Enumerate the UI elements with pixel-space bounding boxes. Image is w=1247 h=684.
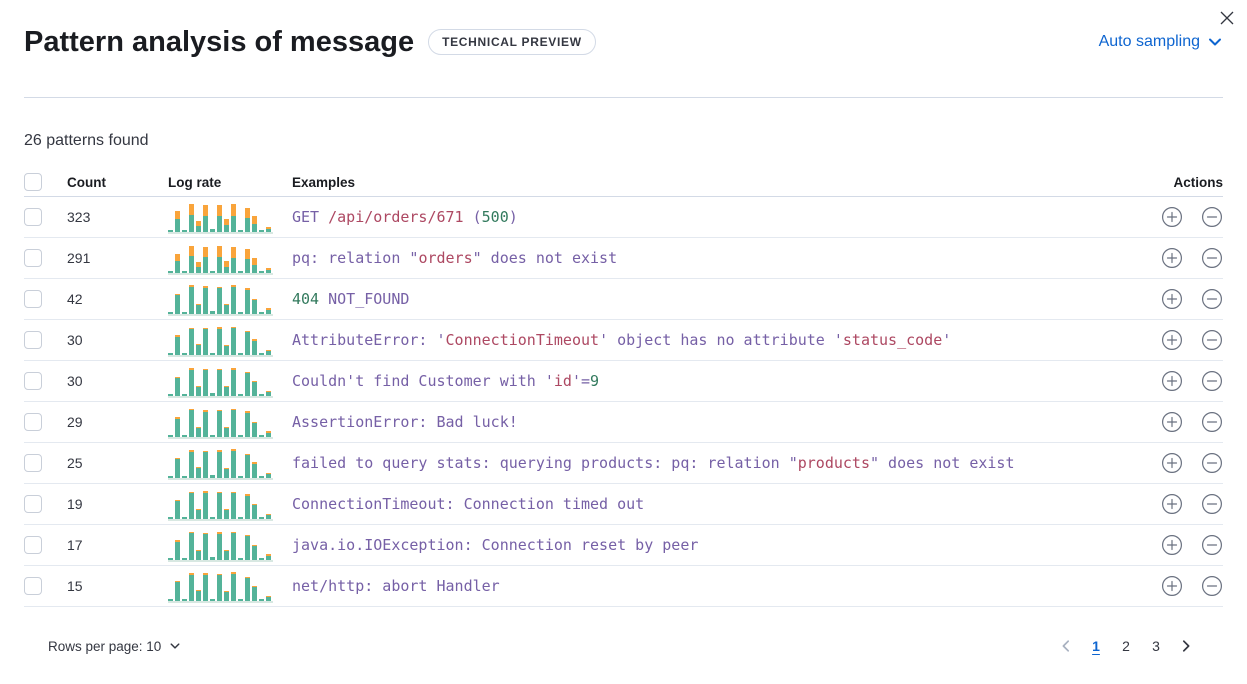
- sampling-dropdown[interactable]: Auto sampling: [1099, 33, 1223, 51]
- plus-circle-icon[interactable]: [1161, 452, 1183, 474]
- count-value: 17: [67, 537, 83, 553]
- table-row: 29 AssertionError: Bad luck!: [24, 402, 1223, 443]
- table-body: 323 GET /api/orders/671 (500) 291 pq: relat…: [24, 197, 1223, 607]
- minus-circle-icon[interactable]: [1201, 575, 1223, 597]
- row-checkbox[interactable]: [24, 577, 42, 595]
- technical-preview-badge: TECHNICAL PREVIEW: [428, 29, 596, 55]
- minus-circle-icon[interactable]: [1201, 534, 1223, 556]
- plus-circle-icon[interactable]: [1161, 247, 1183, 269]
- plus-circle-icon[interactable]: [1161, 411, 1183, 433]
- log-rate-sparkline: [168, 364, 273, 398]
- plus-circle-icon[interactable]: [1161, 370, 1183, 392]
- chevron-down-icon: [1207, 34, 1223, 50]
- plus-circle-icon[interactable]: [1161, 288, 1183, 310]
- flyout-header: Pattern analysis of message TECHNICAL PR…: [0, 0, 1247, 98]
- plus-circle-icon[interactable]: [1161, 329, 1183, 351]
- table-row: 15 net/http: abort Handler: [24, 566, 1223, 607]
- close-button[interactable]: [1213, 4, 1241, 32]
- table-header-row: Count Log rate Examples Actions: [24, 168, 1223, 197]
- example-text: Couldn't find Customer with 'id'=9: [292, 372, 600, 390]
- table-row: 30 AttributeError: 'ConnectionTimeout' ob…: [24, 320, 1223, 361]
- rows-per-page-label: Rows per page: 10: [48, 638, 162, 654]
- table-row: 19 ConnectionTimeout: Connection timed ou…: [24, 484, 1223, 525]
- table-row: 25 failed to query stats: querying produc…: [24, 443, 1223, 484]
- select-all-checkbox[interactable]: [24, 173, 42, 191]
- rows-per-page-dropdown[interactable]: Rows per page: 10: [48, 639, 181, 654]
- sampling-label: Auto sampling: [1098, 33, 1200, 50]
- table-row: 17 java.io.IOException: Connection reset …: [24, 525, 1223, 566]
- log-rate-sparkline: [168, 446, 273, 480]
- row-checkbox[interactable]: [24, 536, 42, 554]
- count-value: 323: [67, 209, 91, 225]
- row-checkbox[interactable]: [24, 331, 42, 349]
- count-value: 30: [67, 373, 83, 389]
- example-text: pq: relation "orders" does not exist: [292, 249, 618, 267]
- page-button-1[interactable]: 1: [1092, 638, 1100, 654]
- chevron-down-icon: [169, 640, 181, 652]
- table-row: 323 GET /api/orders/671 (500): [24, 197, 1223, 238]
- minus-circle-icon[interactable]: [1201, 288, 1223, 310]
- count-value: 29: [67, 414, 83, 430]
- minus-circle-icon[interactable]: [1201, 493, 1223, 515]
- pagination: 1 2 3: [1053, 633, 1199, 659]
- plus-circle-icon[interactable]: [1161, 206, 1183, 228]
- plus-circle-icon[interactable]: [1161, 534, 1183, 556]
- column-header-log-rate: Log rate: [168, 174, 222, 190]
- example-text: 404 NOT_FOUND: [292, 290, 410, 308]
- example-text: AttributeError: 'ConnectionTimeout' obje…: [292, 331, 952, 349]
- minus-circle-icon[interactable]: [1201, 247, 1223, 269]
- log-rate-sparkline: [168, 569, 273, 603]
- column-header-actions: Actions: [1173, 174, 1223, 190]
- row-checkbox[interactable]: [24, 249, 42, 267]
- example-text: AssertionError: Bad luck!: [292, 413, 518, 431]
- row-checkbox[interactable]: [24, 290, 42, 308]
- table-row: 42 404 NOT_FOUND: [24, 279, 1223, 320]
- log-rate-sparkline: [168, 487, 273, 521]
- count-value: 291: [67, 250, 91, 266]
- count-value: 19: [67, 496, 83, 512]
- row-checkbox[interactable]: [24, 454, 42, 472]
- page-button-2[interactable]: 2: [1122, 638, 1130, 654]
- example-text: java.io.IOException: Connection reset by…: [292, 536, 699, 554]
- minus-circle-icon[interactable]: [1201, 370, 1223, 392]
- flyout-body: 26 patterns found Count Log rate Example…: [0, 132, 1247, 659]
- example-text: GET /api/orders/671 (500): [292, 208, 518, 226]
- close-icon: [1219, 10, 1235, 26]
- plus-circle-icon[interactable]: [1161, 575, 1183, 597]
- table-row: 30 Couldn't find Customer with 'id'=9: [24, 361, 1223, 402]
- page-button-3[interactable]: 3: [1152, 638, 1160, 654]
- patterns-found-summary: 26 patterns found: [24, 132, 149, 149]
- row-checkbox[interactable]: [24, 495, 42, 513]
- minus-circle-icon[interactable]: [1201, 329, 1223, 351]
- example-text: ConnectionTimeout: Connection timed out: [292, 495, 645, 513]
- example-text: failed to query stats: querying products…: [292, 454, 1015, 472]
- log-rate-sparkline: [168, 241, 273, 275]
- column-header-examples: Examples: [292, 174, 356, 190]
- plus-circle-icon[interactable]: [1161, 493, 1183, 515]
- log-rate-sparkline: [168, 323, 273, 357]
- row-checkbox[interactable]: [24, 372, 42, 390]
- table-row: 291 pq: relation "orders" does not exist: [24, 238, 1223, 279]
- count-value: 30: [67, 332, 83, 348]
- minus-circle-icon[interactable]: [1201, 206, 1223, 228]
- log-rate-sparkline: [168, 405, 273, 439]
- row-checkbox[interactable]: [24, 208, 42, 226]
- chevron-left-icon[interactable]: [1053, 633, 1079, 659]
- page-title: Pattern analysis of message: [24, 26, 415, 58]
- count-value: 15: [67, 578, 83, 594]
- row-checkbox[interactable]: [24, 413, 42, 431]
- chevron-right-icon[interactable]: [1173, 633, 1199, 659]
- patterns-table: Count Log rate Examples Actions 323 GET /…: [24, 168, 1223, 607]
- column-header-count: Count: [67, 174, 106, 190]
- count-value: 25: [67, 455, 83, 471]
- table-footer: Rows per page: 10 1 2 3: [24, 633, 1223, 659]
- log-rate-sparkline: [168, 528, 273, 562]
- log-rate-sparkline: [168, 200, 273, 234]
- minus-circle-icon[interactable]: [1201, 411, 1223, 433]
- example-text: net/http: abort Handler: [292, 577, 500, 595]
- minus-circle-icon[interactable]: [1201, 452, 1223, 474]
- count-value: 42: [67, 291, 83, 307]
- log-rate-sparkline: [168, 282, 273, 316]
- header-divider: [24, 97, 1223, 98]
